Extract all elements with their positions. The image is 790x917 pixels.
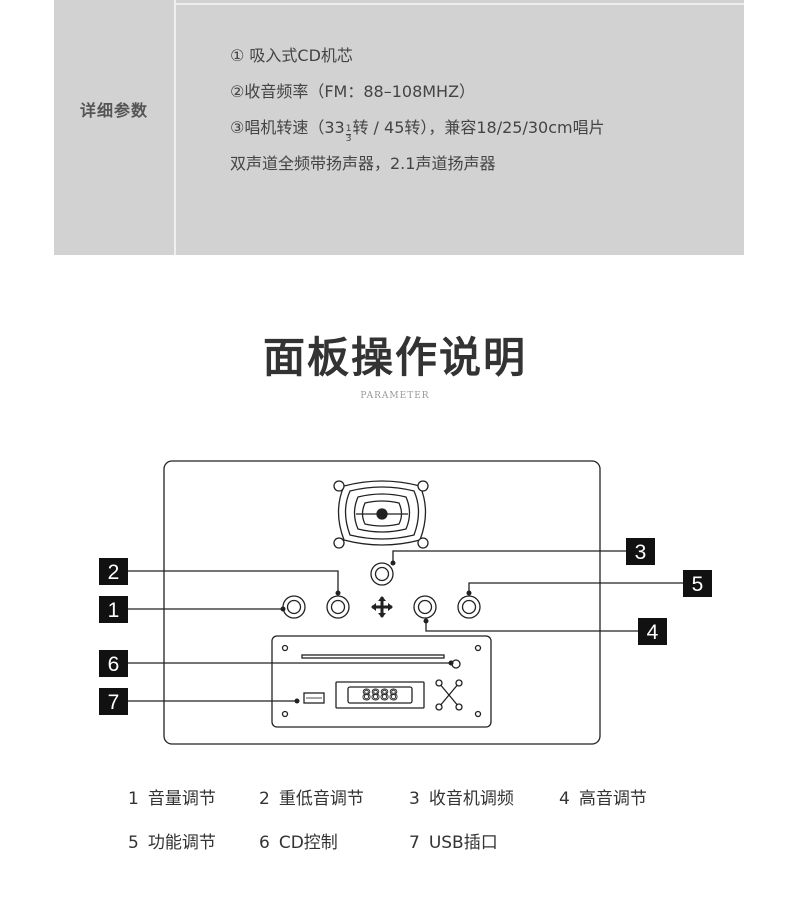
knob-bass — [326, 595, 350, 619]
fraction-numerator: 1 — [345, 124, 352, 135]
legend-item-2: 2 重低音调节 — [259, 784, 364, 809]
legend-number: 3 — [409, 789, 420, 809]
leader-line-5 — [468, 582, 683, 596]
usb-shuffle-icon — [435, 679, 463, 711]
callout-number-2: 2 — [108, 561, 120, 584]
callout-number-1: 1 — [108, 599, 120, 622]
legend-number: 2 — [259, 789, 270, 809]
callout-number-4: 4 — [647, 621, 659, 644]
legend-number: 7 — [409, 833, 420, 853]
callout-box-5 — [683, 570, 712, 597]
display-frame — [335, 681, 425, 709]
cd-panel — [271, 635, 492, 728]
legend-label: USB插口 — [428, 833, 498, 853]
legend-number: 4 — [559, 789, 570, 809]
spec-label-cell: 详细参数 — [54, 0, 176, 255]
legend-number: 6 — [259, 833, 270, 853]
legend-number: 5 — [128, 833, 139, 853]
legend-item-4: 4 高音调节 — [559, 784, 647, 809]
legend-item-6: 6 CD控制 — [259, 828, 338, 853]
spec-line-3-suffix: 转 / 45转），兼容18/25/30cm唱片 — [352, 118, 605, 137]
panel-outline — [163, 460, 601, 745]
callout-box-3 — [626, 538, 655, 565]
callout-box-7 — [99, 688, 128, 715]
spec-line-3-prefix: ③唱机转速（33 — [230, 118, 345, 137]
spec-table: 详细参数 ① 吸入式CD机芯 ②收音频率（FM：88–108MHZ） ③唱机转速… — [54, 0, 744, 255]
knob-tuning — [370, 562, 394, 586]
leader-line-2 — [128, 570, 339, 596]
legend-label: 功能调节 — [147, 833, 216, 853]
callout-number-7: 7 — [108, 691, 120, 714]
usb-port — [303, 692, 325, 704]
legend-item-3: 3 收音机调频 — [409, 784, 514, 809]
spec-line-1: ① 吸入式CD机芯 — [230, 46, 353, 65]
section-subtitle: PARAMETER — [360, 391, 430, 401]
display-screen — [347, 686, 413, 704]
legend-item-7: 7 USB插口 — [409, 828, 498, 853]
spec-divider — [176, 3, 744, 5]
legend-label: CD控制 — [278, 833, 338, 853]
legend-label: 高音调节 — [578, 789, 647, 809]
spec-label: 详细参数 — [79, 100, 148, 120]
legend-item-1: 1 音量调节 — [128, 784, 216, 809]
callout-number-5: 5 — [692, 573, 704, 596]
section-title: 面板操作说明 — [262, 333, 527, 382]
knob-volume — [282, 595, 306, 619]
speaker-icon — [333, 480, 429, 549]
knob-function — [457, 595, 481, 619]
spec-line-2: ②收音频率（FM：88–108MHZ） — [230, 82, 476, 101]
callout-box-6 — [99, 650, 128, 677]
panel-diagram: 8888 2 1 3 5 — [99, 460, 712, 745]
leader-line-3 — [392, 550, 626, 563]
leader-line-4 — [425, 620, 638, 632]
knob-treble — [413, 595, 437, 619]
callout-box-1 — [99, 596, 128, 623]
legend-label: 音量调节 — [147, 789, 216, 809]
callout-number-6: 6 — [108, 653, 120, 676]
legend-label: 收音机调频 — [428, 789, 514, 809]
legend-item-5: 5 功能调节 — [128, 828, 216, 853]
callout-number-3: 3 — [635, 541, 647, 564]
legend-label: 重低音调节 — [278, 789, 364, 809]
spec-line-4: 双声道全频带扬声器，2.1声道扬声器 — [230, 154, 496, 173]
cd-slot — [301, 654, 445, 659]
fraction-denominator: 3 — [345, 134, 352, 144]
display-digits: 8888 — [362, 686, 398, 704]
callout-box-2 — [99, 558, 128, 585]
center-cross-icon — [371, 596, 393, 618]
callout-box-4 — [638, 618, 667, 645]
legend-number: 1 — [128, 789, 139, 809]
